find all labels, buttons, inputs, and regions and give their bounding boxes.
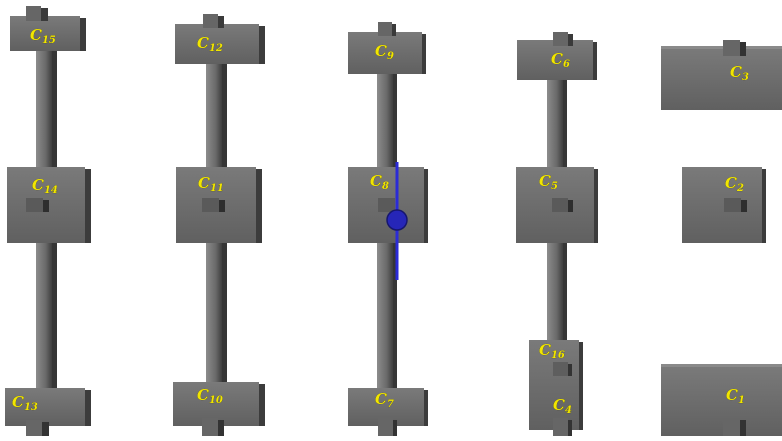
label-c5: C5 [539, 172, 558, 192]
column-1 [5, 6, 91, 436]
block-c14 [7, 167, 91, 243]
column-5 [661, 40, 782, 436]
rod-c15-c14 [36, 50, 57, 170]
column-2 [173, 14, 265, 436]
label-c13: C13 [12, 393, 38, 413]
label-c16: C16 [539, 341, 565, 361]
label-c7: C7 [375, 390, 394, 410]
rod-c8-c7 [377, 243, 397, 389]
block-c11 [176, 167, 262, 243]
block-c6 [517, 32, 597, 80]
block-c4 [529, 340, 583, 436]
rod-c11-c10 [206, 243, 227, 383]
block-c15 [10, 6, 86, 51]
label-c1: C1 [726, 386, 745, 406]
label-c14: C14 [32, 176, 58, 196]
block-c2 [682, 167, 766, 243]
column-3 [348, 22, 428, 436]
label-c11: C11 [198, 174, 224, 194]
label-c3: C3 [730, 63, 749, 83]
rod-c6-c5 [547, 80, 567, 170]
block-c5 [516, 167, 598, 243]
label-c4: C4 [553, 396, 572, 416]
label-c9: C9 [375, 42, 394, 62]
highlight-marker [386, 162, 408, 280]
block-c3 [661, 40, 782, 110]
block-c7 [348, 388, 428, 436]
block-c1 [661, 364, 782, 436]
rod-c9-c8 [377, 72, 397, 170]
rod-c14-c13 [36, 243, 57, 389]
label-c15: C15 [30, 26, 56, 46]
block-c9 [348, 22, 426, 74]
label-c2: C2 [725, 174, 744, 194]
block-c13 [5, 388, 91, 436]
block-c8 [348, 167, 428, 243]
label-c10: C10 [197, 386, 223, 406]
label-c6: C6 [551, 50, 570, 70]
label-c8: C8 [370, 172, 389, 192]
column-4 [516, 32, 598, 436]
label-c12: C12 [197, 34, 223, 54]
block-c12 [175, 14, 265, 64]
block-c10 [173, 382, 265, 436]
rod-c12-c11 [206, 62, 227, 170]
rod-c5-c16 [547, 243, 567, 343]
